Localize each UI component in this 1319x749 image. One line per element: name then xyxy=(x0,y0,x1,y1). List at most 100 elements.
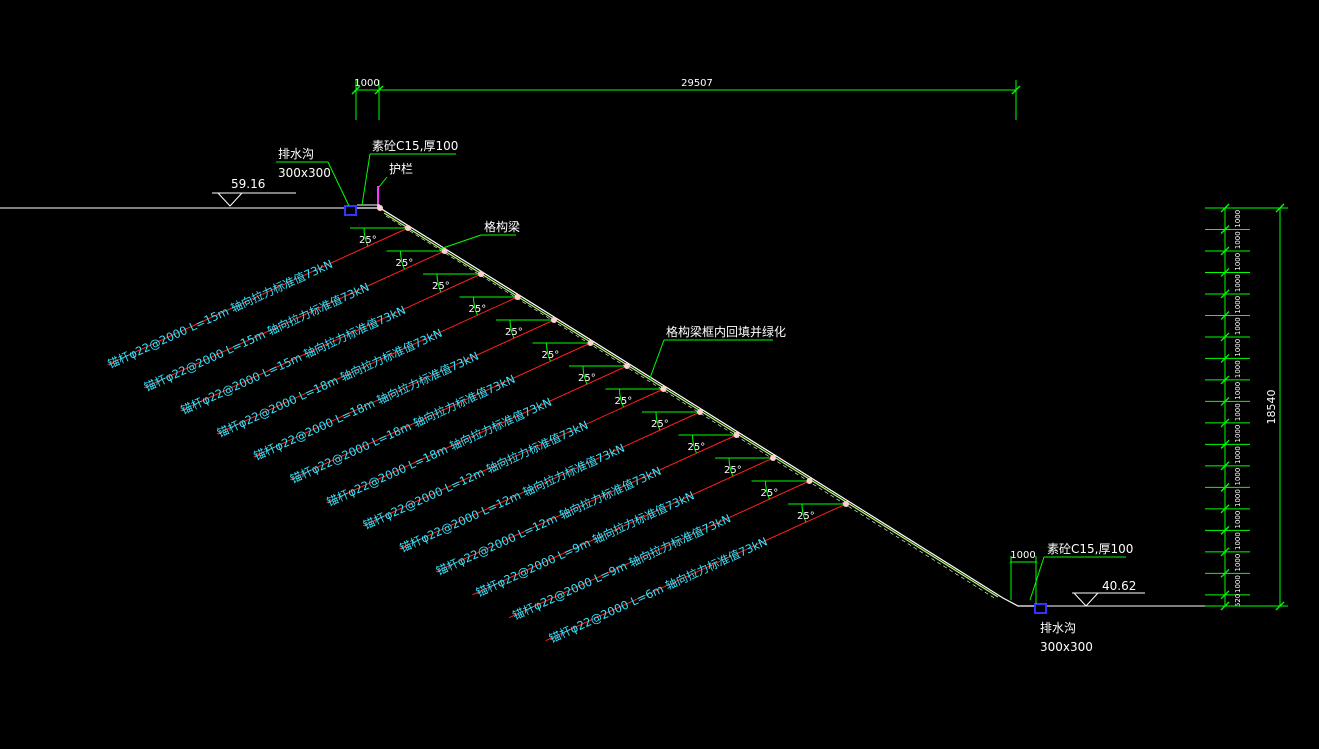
drain-top-size: 300x300 xyxy=(278,166,331,180)
anchor-head-node xyxy=(405,225,411,231)
right-dim-segment-label: 1000 xyxy=(1234,425,1242,443)
anchor-angle-label: 25° xyxy=(761,488,779,499)
anchor-angle-label: 25° xyxy=(578,373,596,384)
anchor-angle-label: 25° xyxy=(359,235,377,246)
right-dim-segment-label: 1000 xyxy=(1234,274,1242,292)
anchor-angle-label: 25° xyxy=(724,465,742,476)
anchor-angle-arc xyxy=(728,457,734,477)
anchor-rod xyxy=(253,319,555,458)
concrete-bottom-leader xyxy=(1029,556,1045,601)
anchor-head-node xyxy=(624,363,630,369)
elevation-marker-bottom xyxy=(1072,592,1145,607)
drain-bottom-size: 300x300 xyxy=(1040,640,1093,654)
anchor-rod xyxy=(435,434,737,573)
railing xyxy=(357,186,380,208)
anchor-angle-label: 25° xyxy=(797,511,815,522)
concrete-bottom-label: 素砼C15,厚100 xyxy=(1047,542,1133,556)
right-dim-segment-label: 1000 xyxy=(1234,382,1242,400)
right-dim-segment-label: 1000 xyxy=(1234,253,1242,271)
anchor-rod xyxy=(508,480,810,619)
anchor-angle-arc xyxy=(400,250,405,270)
anchor-angle-label: 25° xyxy=(651,419,669,430)
right-dim-segment-label: 1000 xyxy=(1234,403,1242,421)
anchor-angle-arc xyxy=(619,388,624,408)
anchor-angle-label: 25° xyxy=(505,327,523,338)
drain-bottom-title: 排水沟 xyxy=(1040,621,1076,635)
right-dim-segment-label: 1000 xyxy=(1234,317,1242,335)
anchor-angle-label: 25° xyxy=(469,304,487,315)
anchor-head-node xyxy=(806,478,813,484)
anchor-angle-arc xyxy=(655,411,661,431)
right-dim-segment-label: 1000 xyxy=(1234,468,1242,486)
right-dim-segment-label: 1000 xyxy=(1234,489,1242,507)
anchor-rod xyxy=(545,503,847,642)
elevation-top-text: 59.16 xyxy=(231,177,265,191)
anchor-rod xyxy=(107,227,409,366)
anchor-head-node xyxy=(843,501,849,507)
drain-top-leader xyxy=(327,161,350,207)
anchor-angle-arc xyxy=(546,342,551,362)
anchor-angle-arc xyxy=(363,227,369,247)
right-dim-segment-label: 1000 xyxy=(1234,554,1242,572)
right-dim-segment-label: 1000 xyxy=(1234,339,1242,357)
anchor-head-node xyxy=(551,317,557,323)
right-dim-segment-label: 1000 xyxy=(1234,360,1242,378)
anchor-head-node xyxy=(770,455,776,461)
right-dim-segment-label: 520 xyxy=(1234,594,1242,607)
anchor-angle-arc xyxy=(692,434,697,454)
anchor-angle-arc xyxy=(765,480,770,500)
backfill-leader xyxy=(649,339,665,379)
anchor-head-node xyxy=(514,294,521,300)
anchor-angle-arc xyxy=(801,503,807,523)
right-dim-segment-label: 1000 xyxy=(1234,231,1242,249)
lattice-beam-label: 格构梁 xyxy=(484,219,520,234)
anchor-head-node xyxy=(478,271,484,277)
concrete-top-leader xyxy=(361,153,371,206)
right-dim-segment-label: 1000 xyxy=(1234,210,1242,228)
slope-face xyxy=(356,207,1036,607)
anchor-rod xyxy=(326,365,628,504)
railing-leader xyxy=(378,176,388,188)
elevation-marker-top xyxy=(212,192,296,207)
anchor-angle-label: 25° xyxy=(542,350,560,361)
anchor-head-node xyxy=(697,409,703,415)
right-dim-segment-label: 1000 xyxy=(1234,511,1242,529)
concrete-top-label: 素砼C15,厚100 xyxy=(372,139,458,153)
anchor-head-node xyxy=(441,248,448,254)
anchor-head-node xyxy=(733,432,740,438)
anchor-head-node xyxy=(587,340,594,346)
anchor-angle-label: 25° xyxy=(615,396,633,407)
anchor-rod xyxy=(362,388,664,527)
top-dim-left-text: 1000 xyxy=(354,78,379,89)
anchor-angle-label: 25° xyxy=(396,258,414,269)
anchor-rod xyxy=(399,411,701,550)
right-dimension-chain: 1000 1000 1000 1000 1000 1000 1000 1000 1000 1000… xyxy=(1205,203,1288,611)
right-dim-total: 18540 xyxy=(1265,390,1278,425)
right-dim-segment-label: 1000 xyxy=(1234,446,1242,464)
anchor-rod xyxy=(216,296,518,435)
anchor-rod xyxy=(472,457,774,596)
drain-bottom xyxy=(1034,603,1047,614)
slope-node xyxy=(377,205,383,211)
anchor-angle-label: 25° xyxy=(432,281,450,292)
anchor-rod xyxy=(143,250,445,389)
anchor-angle-arc xyxy=(582,365,588,385)
right-dim-segment-label: 1000 xyxy=(1234,296,1242,314)
anchor-angle-arc xyxy=(436,273,442,293)
lattice-beam-leader xyxy=(439,234,482,250)
anchor-rod xyxy=(289,342,591,481)
right-dim-segment-label: 1000 xyxy=(1234,575,1242,593)
anchor-head-node xyxy=(660,386,667,392)
anchor-angle-arc xyxy=(473,296,478,316)
top-dim-right-text: 29507 xyxy=(681,78,713,89)
anchor-angle-arc xyxy=(509,319,515,339)
right-dim-segment-label: 1000 xyxy=(1234,532,1242,550)
elevation-bottom-text: 40.62 xyxy=(1102,579,1136,593)
drain-top xyxy=(344,205,357,216)
bottom-dim-text: 1000 xyxy=(1010,550,1035,561)
anchor-rod xyxy=(180,273,482,412)
drain-top-title: 排水沟 xyxy=(278,147,314,161)
